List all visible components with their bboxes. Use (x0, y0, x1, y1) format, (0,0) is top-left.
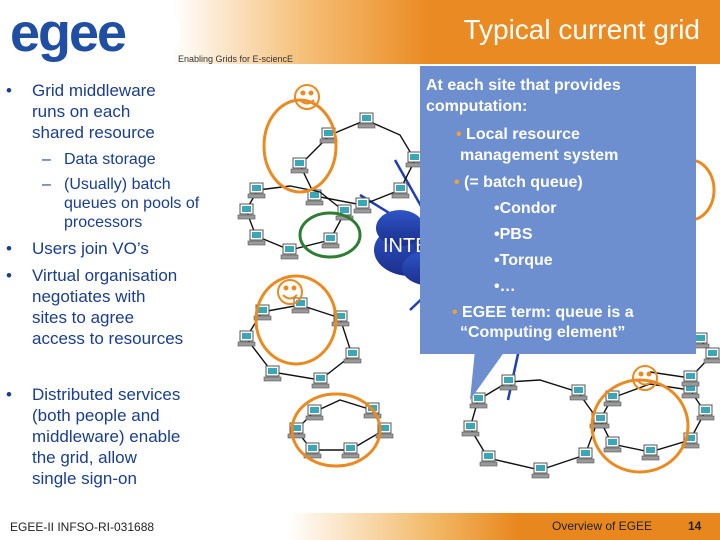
callout-line: •… (494, 278, 516, 295)
callout-line: • (= batch queue) (454, 174, 583, 191)
callout-line: •PBS (494, 226, 533, 243)
footer-project-id: EGEE-II INFSO-RI-031688 (10, 520, 155, 534)
callout-line: management system (460, 147, 619, 164)
sub-bullet-line: (Usually) batch (64, 176, 171, 193)
bullet-line: shared resource (32, 123, 155, 142)
vo-ring-orange (262, 98, 338, 194)
callout-line: • Local resource (456, 126, 580, 143)
vo-ring-orange (254, 274, 338, 366)
callout-line: •Torque (494, 252, 553, 269)
bullet-line: Users join VO’s (32, 239, 149, 258)
vo-ring-orange (290, 392, 382, 468)
sub-bullet-line: Data storage (64, 151, 156, 168)
footer-bar (0, 513, 720, 540)
bullet-line: Virtual organisation (32, 266, 178, 285)
bullet-line: the grid, allow (32, 448, 137, 467)
callout-box: At each site that provides computation: … (420, 66, 696, 354)
callout-line: computation: (426, 98, 528, 115)
bullet-line: sites to agree (32, 308, 135, 327)
bullet-line: Distributed services (32, 385, 181, 404)
callout-line: • EGEE term: queue is a (452, 304, 634, 321)
callout-line: “Computing element” (460, 324, 626, 341)
user-smiley-icon (277, 279, 303, 305)
page-number: 14 (688, 519, 702, 533)
bullet-line: single sign-on (32, 469, 137, 488)
callout-line: •Condor (494, 200, 557, 217)
egee-logo: egee (10, 3, 127, 63)
site-ring (591, 382, 715, 461)
callout-line: At each site that provides (426, 77, 621, 94)
bullet-line: runs on each (32, 102, 131, 121)
bullet-line: (both people and (32, 406, 160, 425)
bullet-line: middleware) enable (32, 427, 181, 446)
logo-background (2, 2, 180, 62)
bullet-line: Grid middleware (32, 81, 156, 100)
site-ring (287, 399, 394, 459)
bullet-line: negotiates with (32, 287, 146, 306)
site-ring (237, 297, 362, 389)
slide-title: Typical current grid (463, 14, 700, 45)
footer-title: Overview of EGEE (552, 519, 653, 533)
user-smiley-icon (632, 365, 658, 391)
sub-bullet-line: queues on pools of (64, 195, 200, 212)
sub-bullet-line: processors (64, 214, 143, 231)
site-ring (290, 112, 424, 214)
user-smiley-icon (294, 84, 320, 110)
bullet-line: access to resources (32, 329, 184, 348)
tagline: Enabling Grids for E-sciencE (178, 54, 294, 64)
vo-ring-green (298, 211, 362, 259)
site-ring (237, 182, 354, 260)
site-ring (461, 374, 608, 479)
vo-ring-orange (590, 378, 690, 474)
